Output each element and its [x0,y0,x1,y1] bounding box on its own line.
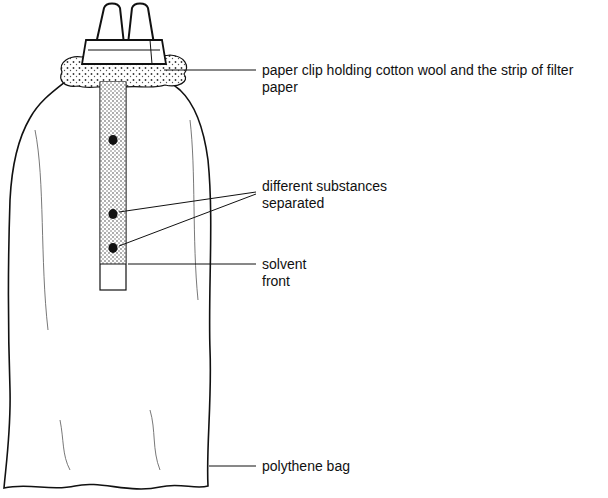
bag-crease [60,420,70,470]
leader-line [128,264,256,265]
leader-line [164,70,256,71]
solvent-front-line [100,264,126,265]
callout-label: different substances separated [262,178,422,212]
callout-label: solvent front [262,256,332,290]
callout-label: paper clip holding cotton wool and the s… [262,62,582,96]
clip-edge [88,50,160,51]
polythene-bag [4,78,211,489]
clip-handle [96,4,124,45]
clip-handle [128,4,154,45]
leader-line [209,466,256,467]
leader-line [119,194,256,246]
clip-edge [150,40,152,64]
callout-label: polythene bag [262,458,382,475]
paper-clip [82,40,166,64]
bag-crease [150,410,160,470]
substance-spot [109,243,118,253]
substance-spot [109,135,118,145]
substance-spot [109,209,118,219]
bag-crease [35,130,48,330]
bag-crease [190,120,198,300]
solvent-wet-region [101,82,126,264]
filter-paper-strip [100,82,126,290]
